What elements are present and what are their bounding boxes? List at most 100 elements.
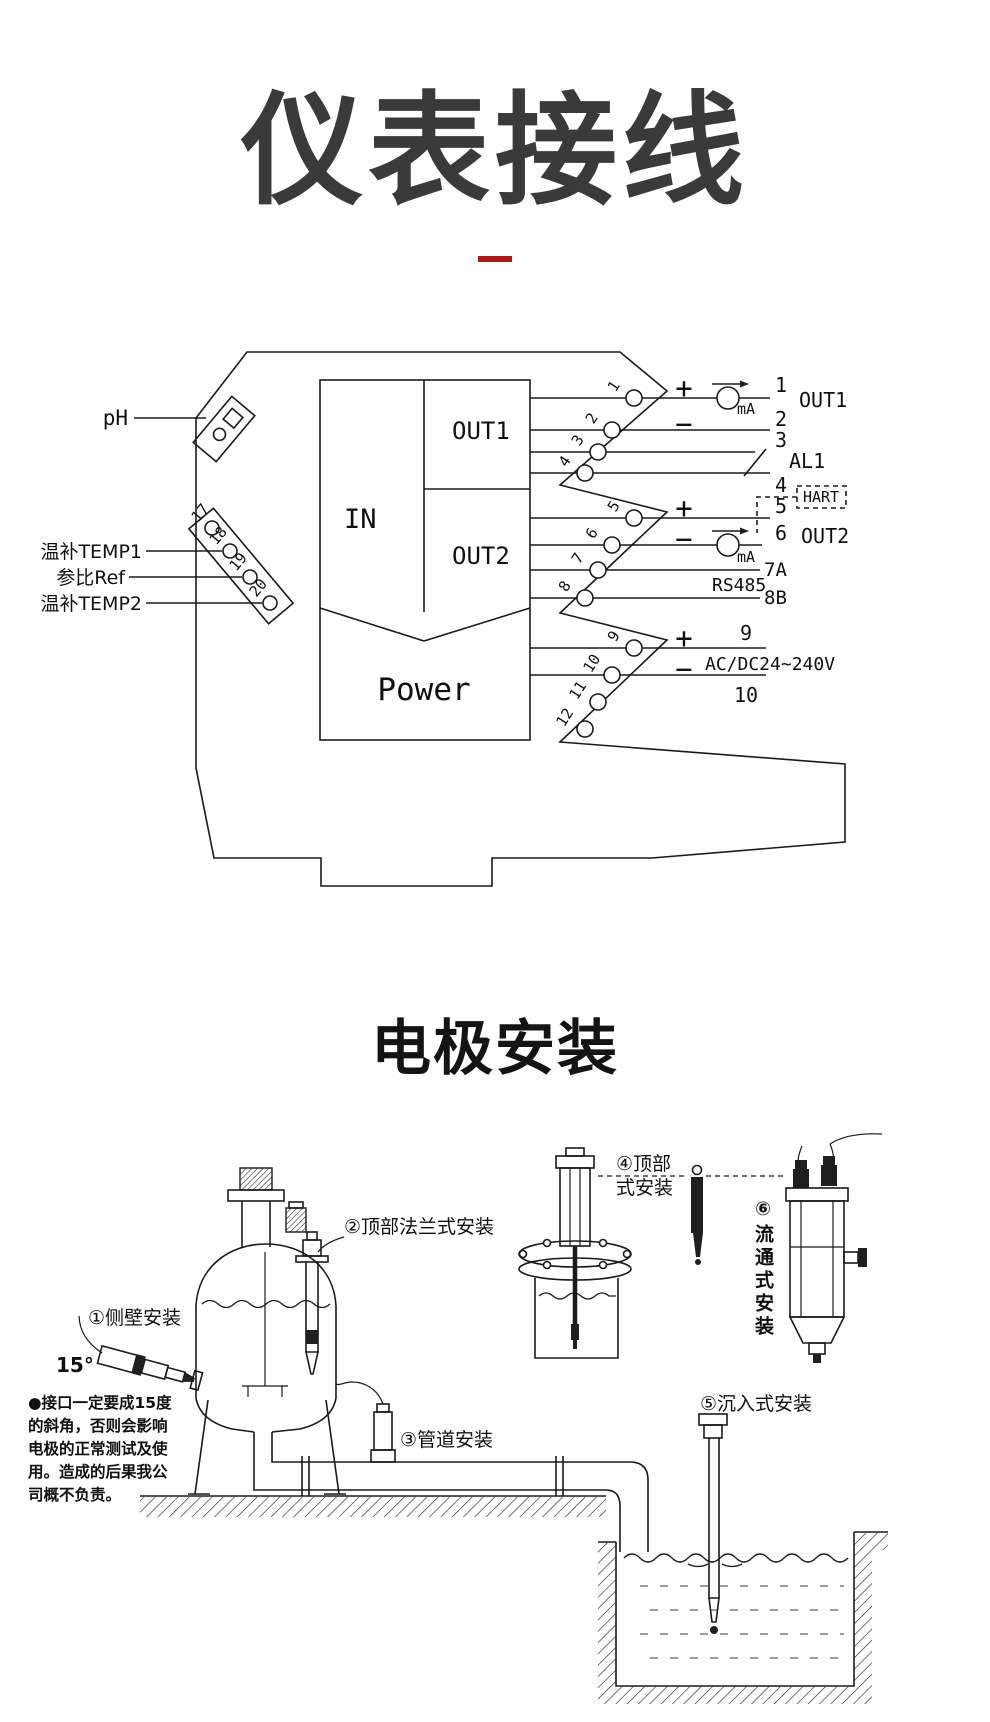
out2-circuit: + − mA 5 OUT2 6 (675, 491, 849, 566)
pipe (253, 1432, 649, 1552)
terminal-number: 7 (568, 550, 588, 567)
item3-label: ③管道安装 (400, 1429, 493, 1451)
power-circuit: + − 9 AC/DC24~240V 10 (675, 621, 835, 707)
tank (188, 1167, 346, 1495)
ph-label: pH (103, 406, 128, 430)
item4-label-line1: ④顶部 (616, 1153, 671, 1175)
terminal-number: 1 (604, 378, 624, 395)
terminal-19 (242, 569, 258, 585)
pipe-electrode: ③管道安装 (335, 1381, 493, 1463)
warning-line: 的斜角，否则会影响 (28, 1417, 168, 1435)
tank-plug (285, 1201, 307, 1233)
hanging-electrode (598, 1164, 786, 1265)
out1-box-label: OUT1 (452, 417, 510, 445)
terminal-number: 10 (579, 651, 604, 676)
terminal-number: 2 (582, 410, 602, 427)
side-wall-electrode: ①侧壁安装 15° (56, 1307, 204, 1392)
tank-liquid (201, 1299, 331, 1309)
terminal-20 (262, 595, 278, 611)
top-flange-electrode: ②顶部法兰式安装 (295, 1216, 494, 1375)
item4-label-line2: 式安装 (616, 1177, 673, 1199)
power-minus: − (675, 652, 692, 686)
out1-plus: + (675, 371, 692, 405)
ph-connector (192, 395, 256, 463)
terminal-number: 4 (555, 453, 575, 470)
terminal-number: 8 (555, 578, 575, 595)
leader-line (317, 1236, 345, 1253)
flow-cell (785, 1133, 883, 1363)
ripple (687, 1563, 709, 1568)
power-box-label: Power (377, 672, 470, 708)
angle-label: 15° (56, 1353, 94, 1377)
relay-contact-icon (743, 448, 767, 477)
out1-minus: − (675, 407, 692, 441)
out1-circuit: + − mA 1 OUT1 2 (675, 371, 847, 441)
rs485-label: RS485 (712, 575, 766, 596)
out2-minus: − (675, 522, 692, 556)
ref-label: 参比Ref (56, 567, 126, 589)
item6-label: ⑥流通式安装 (752, 1198, 774, 1339)
temp1-label: 温补TEMP1 (40, 541, 142, 563)
rs485-circuit: 7A RS485 8B (712, 559, 787, 609)
terminal-number: 3 (568, 432, 588, 449)
power-terminal-9: 9 (740, 621, 752, 645)
out2-terminal-6: 6 (775, 521, 787, 545)
power-terminal-10: 10 (734, 683, 758, 707)
warning-line: 用。造成的后果我公 (28, 1463, 168, 1481)
al1-circuit: 3 AL1 4 (743, 428, 825, 497)
terminal-number: 12 (552, 705, 577, 730)
in-label: IN (344, 504, 377, 535)
warning-line: 电极的正常测试及使 (28, 1440, 168, 1458)
out2-ma-meter (716, 533, 740, 557)
al1-terminal-3: 3 (775, 428, 787, 452)
out2-box-label: OUT2 (452, 542, 510, 570)
hart-module: HART (756, 485, 847, 533)
beaker-liquid (538, 1292, 616, 1300)
stirrer (242, 1252, 288, 1397)
cable (335, 1381, 384, 1405)
installation-diagram: ②顶部法兰式安装 ①侧壁安装 15° (56, 1133, 888, 1704)
ripple (721, 1563, 743, 1568)
arrow-icon (740, 380, 749, 388)
warning-line: 司概不负责。 (28, 1486, 122, 1504)
out1-ma-label: mA (737, 400, 755, 418)
al1-terminal-4: 4 (775, 473, 787, 497)
pit (598, 1531, 888, 1704)
terminal-number: 9 (604, 628, 624, 645)
power-plus: + (675, 621, 692, 655)
out1-ma-meter (716, 386, 740, 410)
wiring-section-title: 仪表接线 (241, 80, 749, 222)
transmitter-housing (195, 351, 846, 887)
sunken-electrode: ⑤沉入式安装 (687, 1393, 812, 1634)
cable (829, 1133, 883, 1145)
rs485-terminal-7a: 7A (764, 559, 787, 581)
warning-note: ●接口一定要成15度 的斜角，否则会影响 电极的正常测试及使 用。造成的后果我公… (28, 1392, 200, 1507)
left-terminal-strip: 17 18 19 20 温补TEMP1 参比Ref 温补TEMP2 (40, 500, 295, 625)
terminal-17 (204, 520, 220, 536)
installation-section-title: 电极安装 (371, 1014, 619, 1084)
arrow-icon (740, 527, 749, 535)
water-surface (623, 1553, 849, 1563)
out1-terminal-1: 1 (775, 373, 787, 397)
item1-label: ①侧壁安装 (88, 1307, 181, 1329)
al1-label: AL1 (789, 449, 825, 473)
tank-legs (188, 1399, 346, 1495)
power-supply-label: AC/DC24~240V (705, 654, 835, 675)
wiring-diagram: pH IN OUT1 OUT2 Power 17 18 19 20 (40, 351, 849, 887)
warning-line: ●接口一定要成15度 (28, 1394, 172, 1412)
out2-ma-label: mA (737, 548, 755, 566)
ground (140, 1495, 606, 1517)
temp2-label: 温补TEMP2 (40, 593, 142, 615)
hart-label: HART (803, 488, 839, 506)
terminal-number: 11 (565, 678, 590, 703)
out2-label: OUT2 (801, 524, 849, 548)
section-divider (478, 256, 512, 262)
rs485-terminal-8b: 8B (764, 587, 787, 609)
item5-label: ⑤沉入式安装 (700, 1393, 812, 1415)
inner-module: IN OUT1 OUT2 Power (319, 379, 531, 741)
out1-label: OUT1 (799, 388, 847, 412)
out2-terminal-5: 5 (775, 494, 787, 518)
tank-neck-cap (227, 1167, 285, 1247)
terminal-18 (222, 543, 238, 559)
